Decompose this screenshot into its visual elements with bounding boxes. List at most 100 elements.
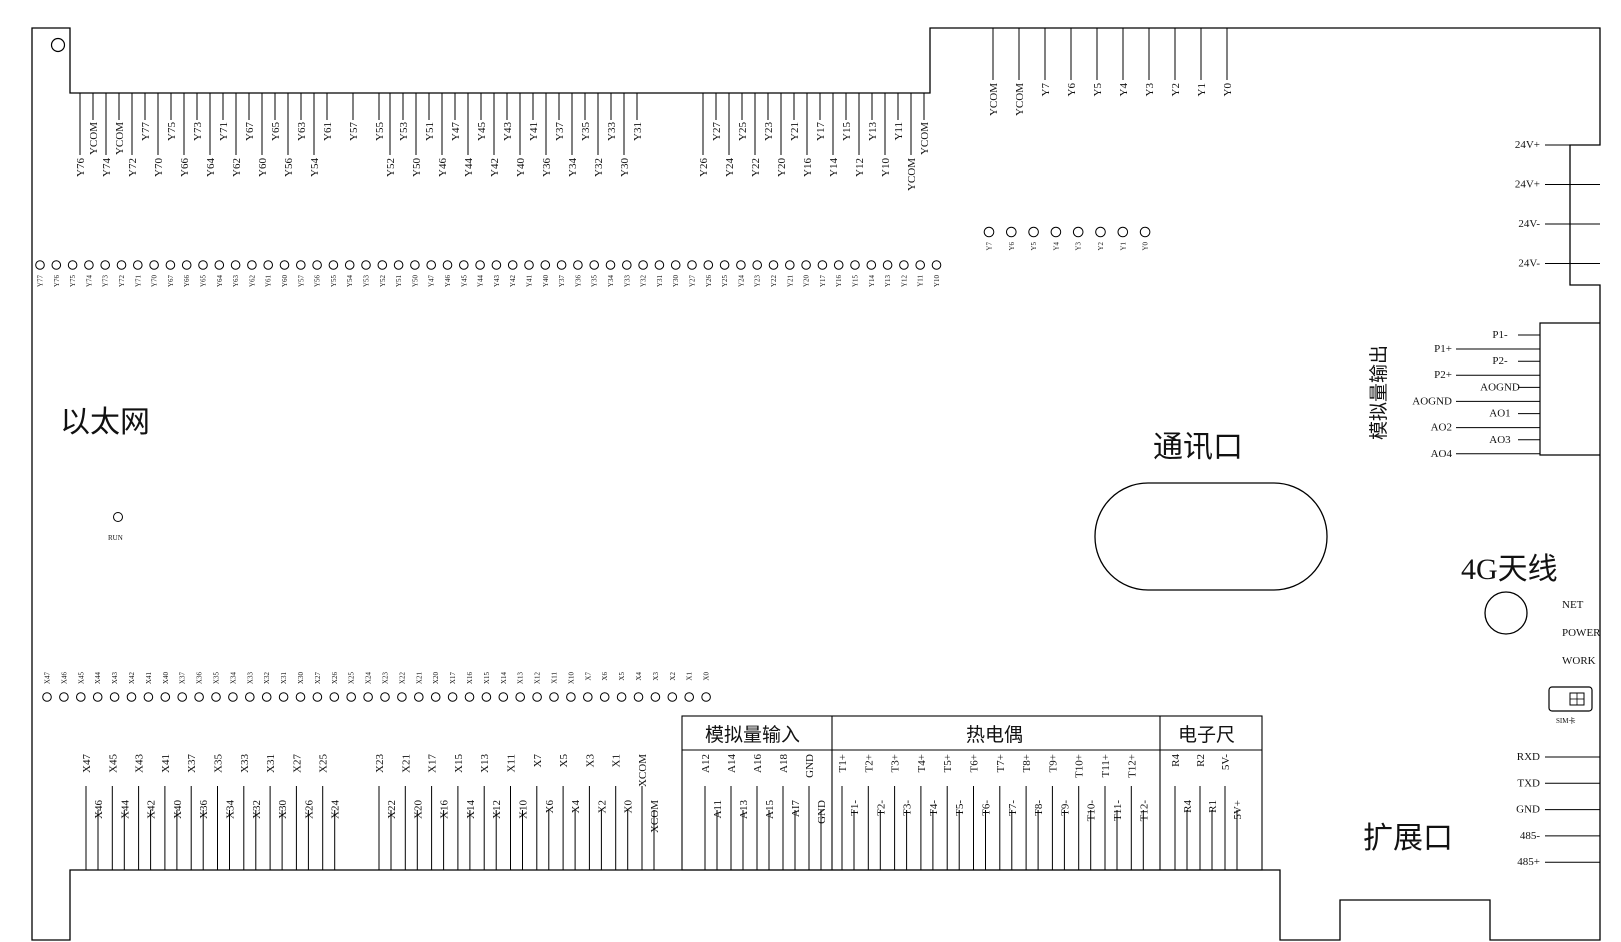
terminal-label: YCOM [88,122,100,155]
led-label: X14 [500,672,508,685]
analog-output-pin-label: P2+ [1434,369,1452,381]
comm-pin-label: 485+ [1517,856,1540,868]
terminal-label: R2 [1195,754,1207,767]
led-label: Y17 [819,275,827,288]
analog-output-pin-label: P1- [1492,329,1508,341]
input-led [143,692,154,702]
output-led [654,260,665,270]
terminal-label: Y57 [348,122,360,141]
analog-output-connector[interactable] [1539,322,1600,456]
led-label: X6 [601,672,609,681]
input-led [160,692,171,702]
terminal-label: X42 [146,800,158,819]
antenna-4g-connector[interactable] [1484,591,1528,635]
led-label: Y53 [363,275,371,288]
terminal-label: Y21 [789,122,801,141]
terminal-label: 5V+ [1232,800,1244,820]
led-label: X43 [111,672,119,685]
led-label: X42 [128,672,136,685]
input-led [109,692,120,702]
terminal-label: Y37 [554,122,566,141]
output-led [491,260,502,270]
led-label: Y16 [835,275,843,288]
terminal-label: Y43 [502,122,514,141]
ethernet-label: 以太网 [60,406,150,439]
terminal-label: Y15 [841,122,853,141]
comm-port-connector[interactable] [1094,482,1328,591]
terminal-label: X20 [412,800,424,819]
terminal-label: T10- [1086,800,1098,822]
input-led [701,692,711,702]
led-label: X24 [365,672,373,685]
comm-pin-label: TXD [1517,777,1540,789]
output-led [703,260,714,270]
terminal-label: Y2 [1170,83,1182,96]
terminal-label: Y65 [270,122,282,141]
led-label: Y45 [460,275,468,288]
terminal-label: Y22 [750,158,762,177]
terminal-label: Y45 [476,122,488,141]
input-led [42,692,52,702]
input-led [684,692,695,702]
led-label: Y14 [868,275,876,288]
terminal-label: Y47 [450,122,462,141]
input-led [633,692,644,702]
led-label: Y7 [986,242,994,251]
terminal-label: Y50 [411,158,423,177]
led-label: X20 [432,672,440,685]
output-led [736,260,746,270]
output-led [1072,226,1084,238]
output-led [1028,226,1039,238]
input-led [667,692,678,702]
terminal-label: Y46 [437,158,449,177]
terminal-label: X23 [374,754,386,773]
terminal-label: Y61 [322,122,334,141]
output-led [263,260,274,270]
led-label: Y41 [526,275,534,288]
output-led [622,260,632,270]
led-label: X41 [145,672,153,685]
led-label: Y74 [85,275,93,288]
led-label: Y44 [477,275,485,288]
output-led [133,260,143,270]
led-label: Y34 [607,275,615,288]
terminal-label: Y44 [463,158,475,177]
led-label: Y25 [721,275,729,288]
output-led [1006,226,1017,238]
led-label: Y23 [754,275,762,288]
terminal-label: A14 [726,754,738,773]
led-label: Y4 [1052,242,1060,251]
sim-card-slot[interactable] [1548,686,1593,712]
input-led [481,692,492,702]
terminal-label: AI7 [790,800,802,818]
terminal-label: GND [816,800,828,824]
terminal-label: Y13 [867,122,879,141]
led-label: Y15 [852,275,860,288]
output-led [328,260,339,270]
led-label: Y75 [69,275,77,288]
led-label: Y66 [183,275,191,288]
terminal-label: T5+ [942,754,954,772]
led-label: Y47 [428,275,436,288]
output-led [899,260,909,270]
led-label: Y22 [770,275,778,288]
terminal-label: A13 [738,800,750,819]
output-led [540,260,551,270]
terminal-label: XCOM [649,800,661,833]
output-led [1050,226,1062,238]
output-led [1139,226,1151,238]
terminal-label: Y53 [398,122,410,141]
terminal-label: X11 [506,754,518,773]
terminal-label: T11+ [1100,754,1112,778]
led-label: X32 [263,672,271,685]
terminal-label: Y71 [218,122,230,141]
e-ruler-label: 电子尺 [1178,724,1235,746]
input-led [363,692,373,702]
terminal-label: T11- [1112,800,1124,821]
led-label: Y51 [395,275,403,288]
led-label: Y3 [1075,242,1083,251]
led-label: X2 [669,672,677,681]
led-label: X30 [297,672,305,685]
terminal-label: Y31 [632,122,644,141]
